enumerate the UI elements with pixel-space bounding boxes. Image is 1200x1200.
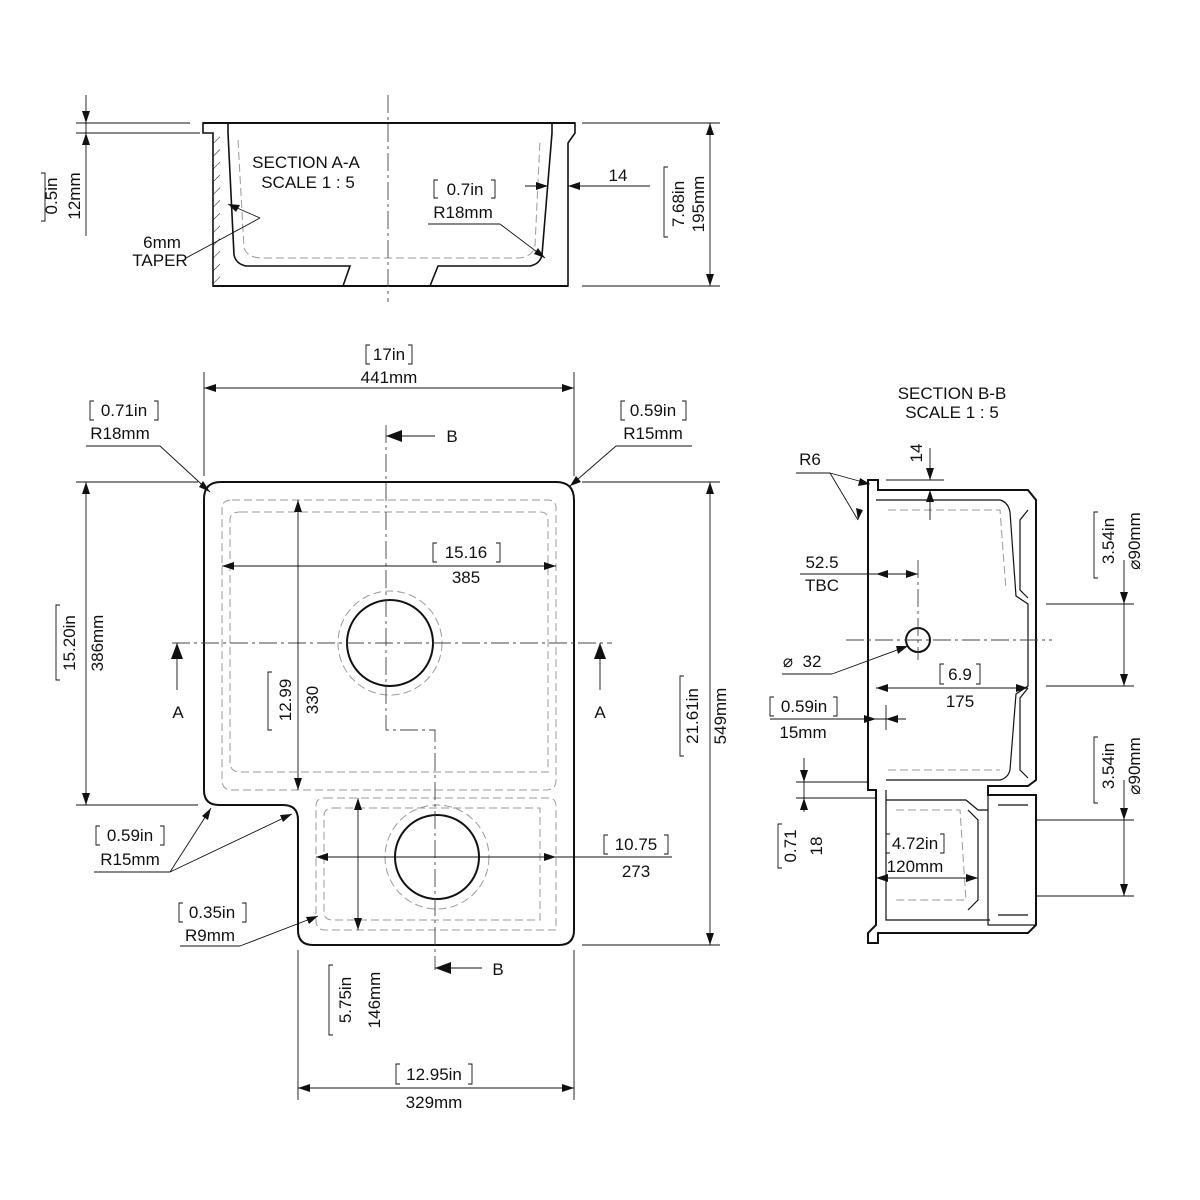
section-aa-height-in: 7.68in [669, 181, 688, 227]
plan-outline [203, 481, 575, 946]
section-aa-view: SECTION A-A SCALE 1 : 5 0.5in 12mm 6mm T… [41, 95, 720, 302]
main-depth-mm: 386mm [88, 615, 107, 672]
section-bb-depth-in: 6.9 [948, 665, 972, 684]
section-bb-radius: R6 [799, 450, 821, 469]
section-bb-depth-mm: 175 [946, 692, 974, 711]
corner-tl-in: 0.71in [101, 401, 147, 420]
second-width-mm: 273 [622, 862, 650, 881]
section-bb-lower-in: 4.72in [892, 834, 938, 853]
section-bb-ledge-in: 0.71 [781, 829, 800, 862]
section-aa-radius-in: 0.7in [447, 180, 484, 199]
section-aa-taper-value: 6mm [143, 233, 181, 252]
section-bb-waste2-in: 3.54in [1099, 743, 1118, 789]
section-bb-ledge-mm: 18 [807, 837, 826, 856]
plan-width-in: 17in [373, 345, 405, 364]
section-bb-step-in: 0.59in [781, 697, 827, 716]
cut-a-left: A [172, 703, 184, 722]
section-aa-rim-mm: 12mm [65, 172, 84, 219]
second-depth-in: 5.75in [336, 977, 355, 1023]
section-aa-radius-mm: R18mm [433, 203, 493, 222]
inner-width-mm: 385 [452, 568, 480, 587]
plan-width-mm: 441mm [361, 368, 418, 387]
bottom-width-in: 12.95in [406, 1065, 462, 1084]
cut-a-right: A [594, 703, 606, 722]
section-bb-title: SECTION B-B [898, 384, 1007, 403]
section-bb-waste1-mm: ⌀90mm [1125, 512, 1144, 569]
second-width-in: 10.75 [615, 835, 658, 854]
notch-mm: R15mm [100, 850, 160, 869]
section-bb-hole: 32 [803, 652, 822, 671]
bowl-depth-in: 12.99 [276, 679, 295, 722]
bowl-depth-mm: 330 [303, 686, 322, 714]
corner-bl-mm: R9mm [185, 926, 235, 945]
section-bb-offset-note: TBC [805, 576, 839, 595]
plan-view: B B A A 17in 441mm 0.71in R18mm 0.59in R… [55, 344, 730, 1112]
cut-b-bottom: B [492, 960, 503, 979]
second-depth-mm: 146mm [365, 972, 384, 1029]
section-bb-waste2-mm: ⌀90mm [1125, 737, 1144, 794]
section-aa-title: SECTION A-A [252, 153, 360, 172]
corner-tl-mm: R18mm [90, 424, 150, 443]
section-bb-hole-symbol: ⌀ [783, 652, 793, 671]
section-bb-scale: SCALE 1 : 5 [905, 403, 999, 422]
total-depth-in: 21.61in [683, 688, 702, 744]
total-depth-mm: 549mm [711, 688, 730, 745]
section-bb-step-mm: 15mm [779, 723, 826, 742]
section-aa-wall-left [202, 122, 352, 287]
corner-bl-in: 0.35in [189, 903, 235, 922]
bottom-width-mm: 329mm [406, 1093, 463, 1112]
main-depth-in: 15.20in [60, 615, 79, 671]
section-bb-lower-mm: 120mm [887, 857, 944, 876]
section-aa-taper-label: TAPER [132, 251, 187, 270]
cut-b-top: B [446, 427, 457, 446]
corner-tr-mm: R15mm [623, 424, 683, 443]
inner-width-in: 15.16 [445, 543, 488, 562]
section-bb-offset: 52.5 [805, 553, 838, 572]
section-aa-rim-in: 0.5in [42, 178, 61, 215]
section-bb-wall: 14 [907, 444, 926, 463]
section-aa-height-mm: 195mm [689, 176, 708, 233]
corner-tr-in: 0.59in [630, 401, 676, 420]
section-aa-scale: SCALE 1 : 5 [261, 173, 355, 192]
section-bb-view: SECTION B-B SCALE 1 : 5 R6 14 [769, 384, 1144, 944]
section-aa-wall: 14 [609, 166, 628, 185]
section-bb-waste1-in: 3.54in [1099, 518, 1118, 564]
notch-in: 0.59in [107, 826, 153, 845]
